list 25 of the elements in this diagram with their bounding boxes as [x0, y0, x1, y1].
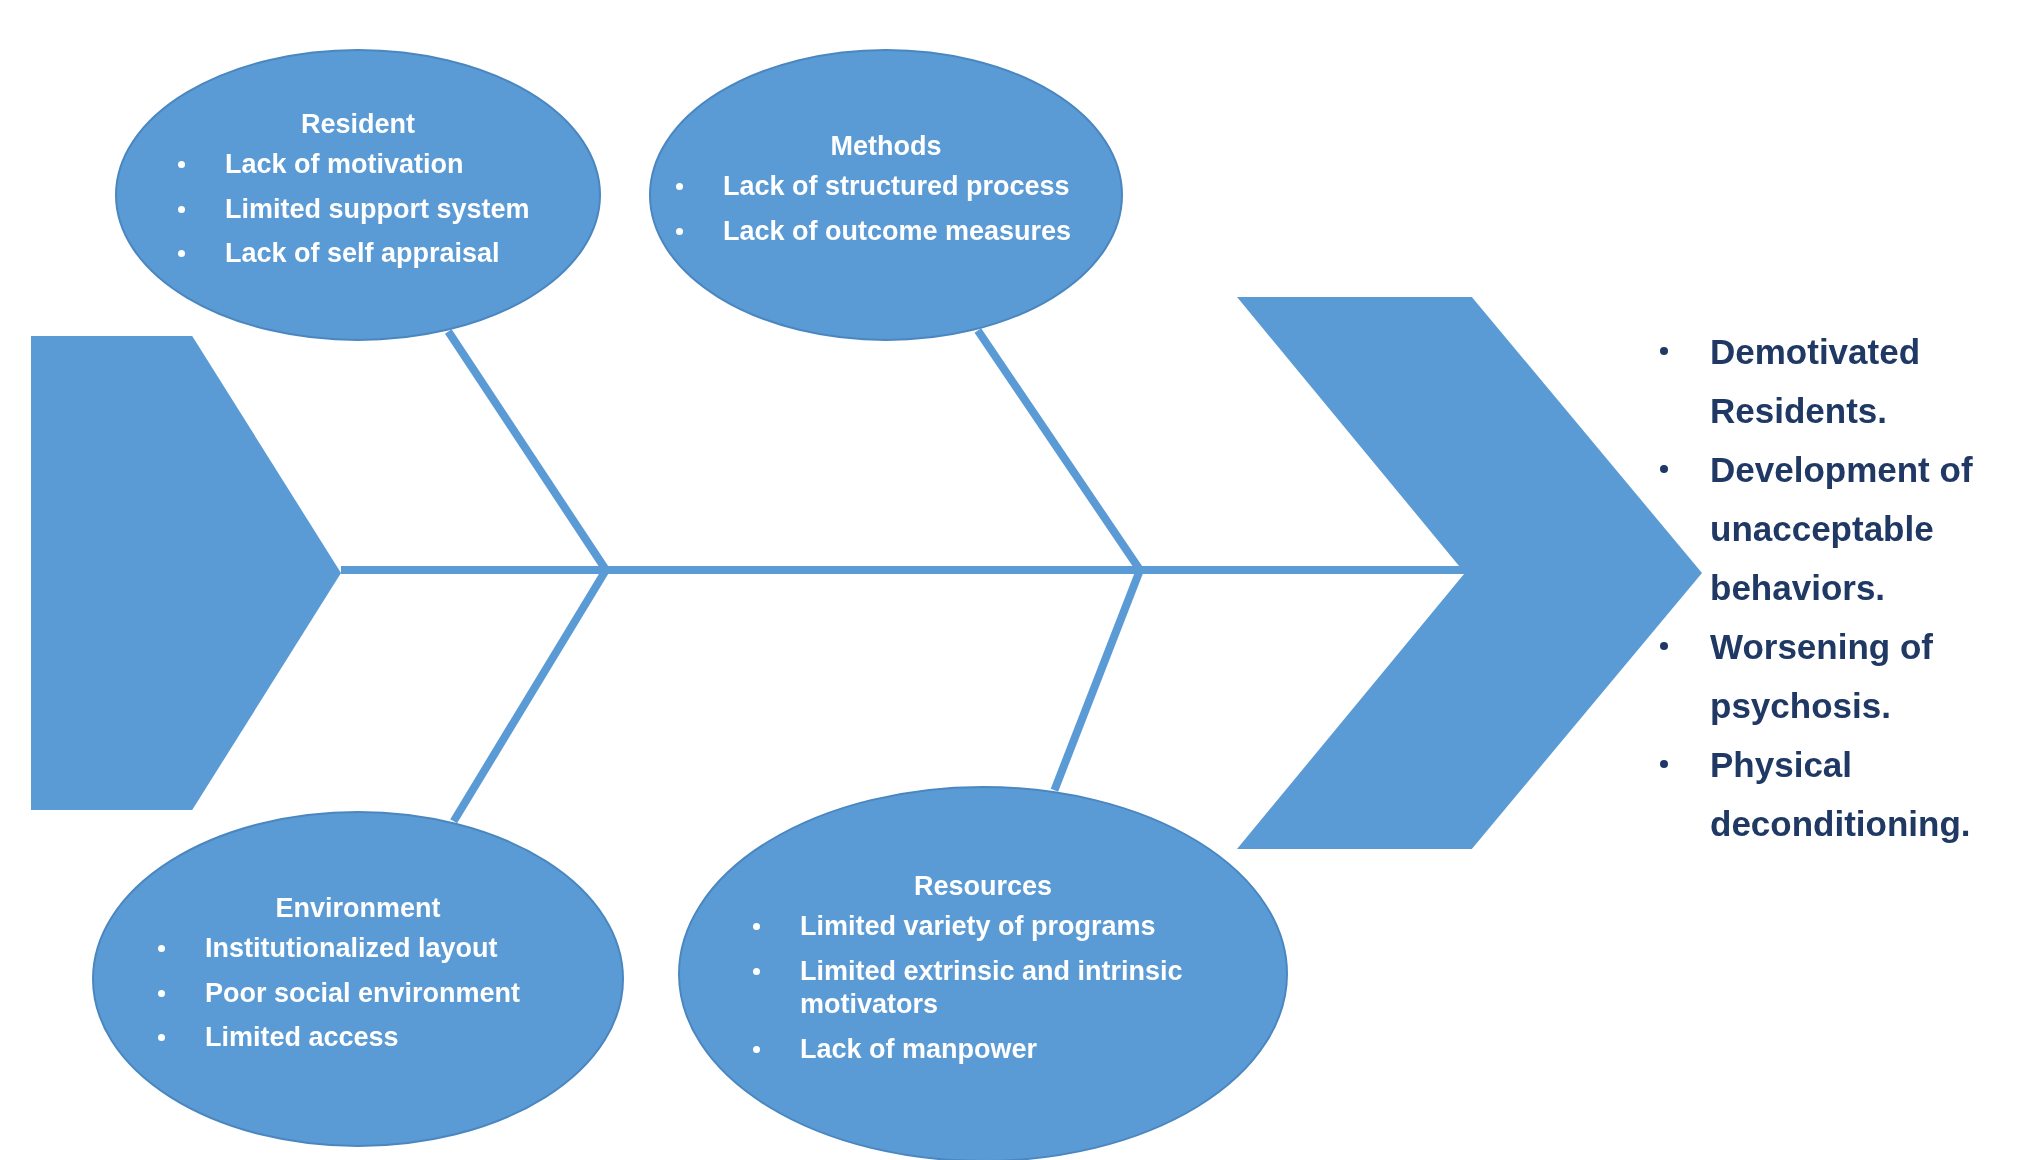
effect-text: Worsening of psychosis. — [1710, 626, 1934, 727]
cause-text: Lack of outcome measures — [723, 214, 1072, 248]
cause-text: Limited support system — [225, 192, 530, 226]
cause-text: Lack of motivation — [225, 147, 464, 181]
cause-ellipse — [91, 810, 625, 1148]
cause-ellipse — [648, 48, 1124, 342]
cause-text: Lack of structured process — [723, 170, 1070, 204]
cause-text: Institutionalized layout — [205, 931, 498, 965]
fish-tail-shape — [31, 336, 341, 810]
category-heading: Methods — [829, 130, 943, 164]
effect-text: Physical deconditioning. — [1710, 744, 1972, 845]
category-heading: Resources — [912, 870, 1054, 904]
cause-text: Poor social environment — [205, 976, 521, 1010]
spine-line — [341, 566, 1465, 574]
effect-text: Demotivated Residents. — [1710, 331, 1922, 432]
fish-head-chevron — [1237, 297, 1702, 849]
cause-text: Limited extrinsic and intrinsic motivators — [800, 954, 1184, 1022]
effect-text: Development of unacceptable behaviors. — [1710, 449, 1974, 609]
cause-ellipse — [114, 48, 602, 342]
cause-text: Lack of manpower — [800, 1033, 1038, 1067]
category-heading: Environment — [274, 892, 442, 925]
cause-text: Limited variety of programs — [800, 909, 1156, 943]
cause-text: Limited access — [205, 1021, 399, 1055]
category-heading: Resident — [300, 108, 416, 141]
cause-text: Lack of self appraisal — [225, 237, 500, 271]
